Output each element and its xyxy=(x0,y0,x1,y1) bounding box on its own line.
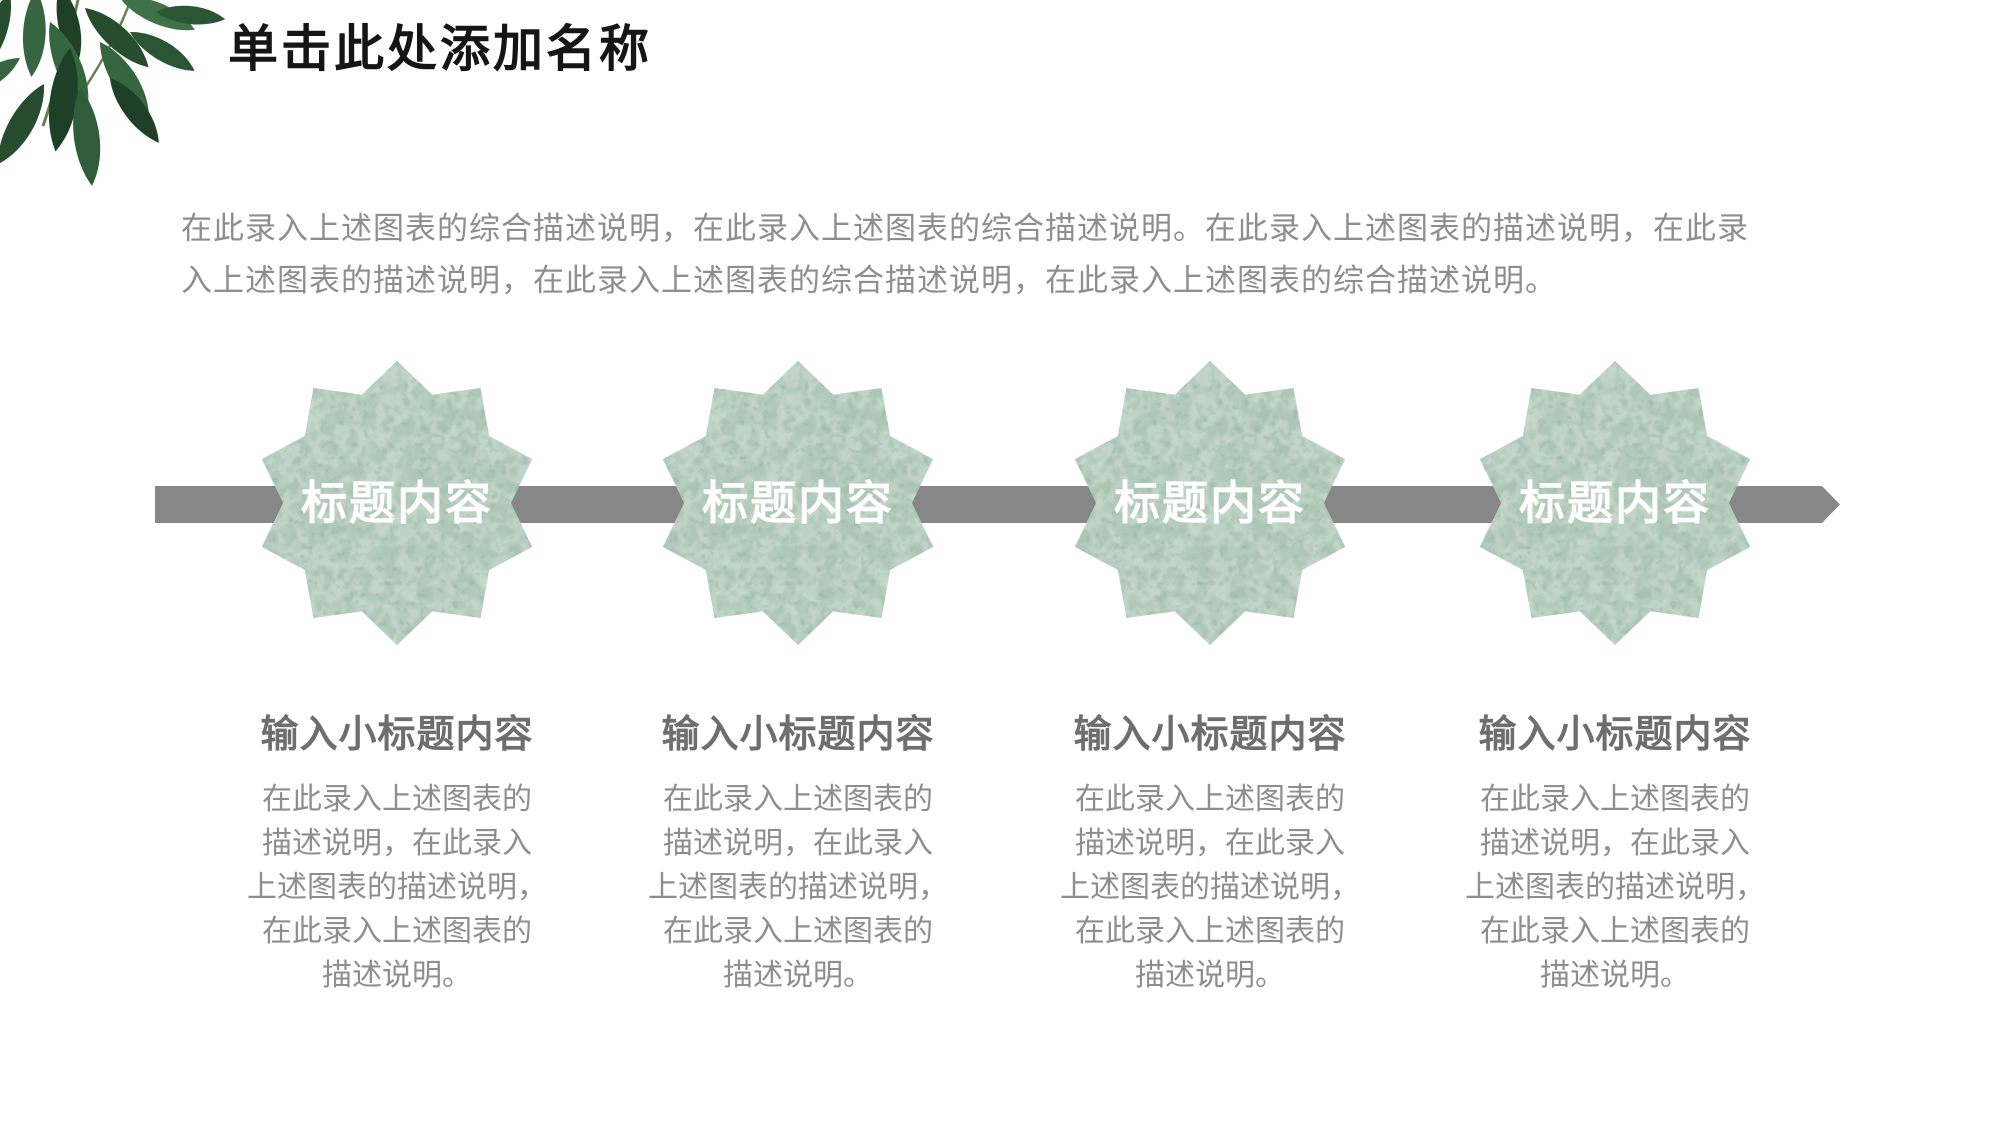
item-body-line: 上述图表的描述说明， xyxy=(247,871,547,904)
leaf-branch-icon xyxy=(0,0,227,186)
item-body-line: 在此录入上述图表的 xyxy=(1075,783,1345,816)
description-line: 入上述图表的描述说明，在此录入上述图表的综合描述说明，在此录入上述图表的综合描述… xyxy=(181,263,1557,298)
item-body-line: 在此录入上述图表的 xyxy=(663,783,933,816)
item-body-line: 描述说明，在此录入 xyxy=(1075,827,1345,860)
timeline-item-column: 输入小标题内容 在此录入上述图表的 描述说明，在此录入 上述图表的描述说明， 在… xyxy=(1455,703,1775,998)
item-body-line: 在此录入上述图表的 xyxy=(1480,783,1750,816)
item-body-line: 上述图表的描述说明， xyxy=(1465,871,1765,904)
badge-label: 标题内容 xyxy=(301,477,493,529)
badge-label: 标题内容 xyxy=(1114,477,1306,529)
description-paragraph: 在此录入上述图表的综合描述说明，在此录入上述图表的综合描述说明。在此录入上述图表… xyxy=(181,203,1861,307)
item-body-line: 描述说明，在此录入 xyxy=(663,827,933,860)
item-body-line: 描述说明。 xyxy=(1135,959,1285,992)
item-body-line: 上述图表的描述说明， xyxy=(648,871,948,904)
timeline-item-column: 输入小标题内容 在此录入上述图表的 描述说明，在此录入 上述图表的描述说明， 在… xyxy=(237,703,557,998)
item-body-line: 描述说明。 xyxy=(1540,959,1690,992)
item-body-line: 在此录入上述图表的 xyxy=(1075,915,1345,948)
timeline-item-column: 输入小标题内容 在此录入上述图表的 描述说明，在此录入 上述图表的描述说明， 在… xyxy=(638,703,958,998)
item-body-line: 描述说明，在此录入 xyxy=(1480,827,1750,860)
badge-label: 标题内容 xyxy=(702,477,894,529)
item-subtitle: 输入小标题内容 xyxy=(1478,714,1752,756)
item-body-line: 在此录入上述图表的 xyxy=(262,915,532,948)
item-subtitle: 输入小标题内容 xyxy=(661,714,935,756)
item-body-line: 描述说明，在此录入 xyxy=(262,827,532,860)
item-body-line: 在此录入上述图表的 xyxy=(262,783,532,816)
item-subtitle: 输入小标题内容 xyxy=(260,714,534,756)
page-title: 单击此处添加名称 xyxy=(228,21,652,77)
item-body-line: 上述图表的描述说明， xyxy=(1060,871,1360,904)
timeline-item-column: 输入小标题内容 在此录入上述图表的 描述说明，在此录入 上述图表的描述说明， 在… xyxy=(1050,703,1370,998)
description-line: 在此录入上述图表的综合描述说明，在此录入上述图表的综合描述说明。在此录入上述图表… xyxy=(181,211,1749,246)
item-body-line: 描述说明。 xyxy=(322,959,472,992)
badge-label: 标题内容 xyxy=(1519,477,1711,529)
item-subtitle: 输入小标题内容 xyxy=(1073,714,1347,756)
item-body-line: 在此录入上述图表的 xyxy=(1480,915,1750,948)
item-body-line: 在此录入上述图表的 xyxy=(663,915,933,948)
item-body-line: 描述说明。 xyxy=(723,959,873,992)
